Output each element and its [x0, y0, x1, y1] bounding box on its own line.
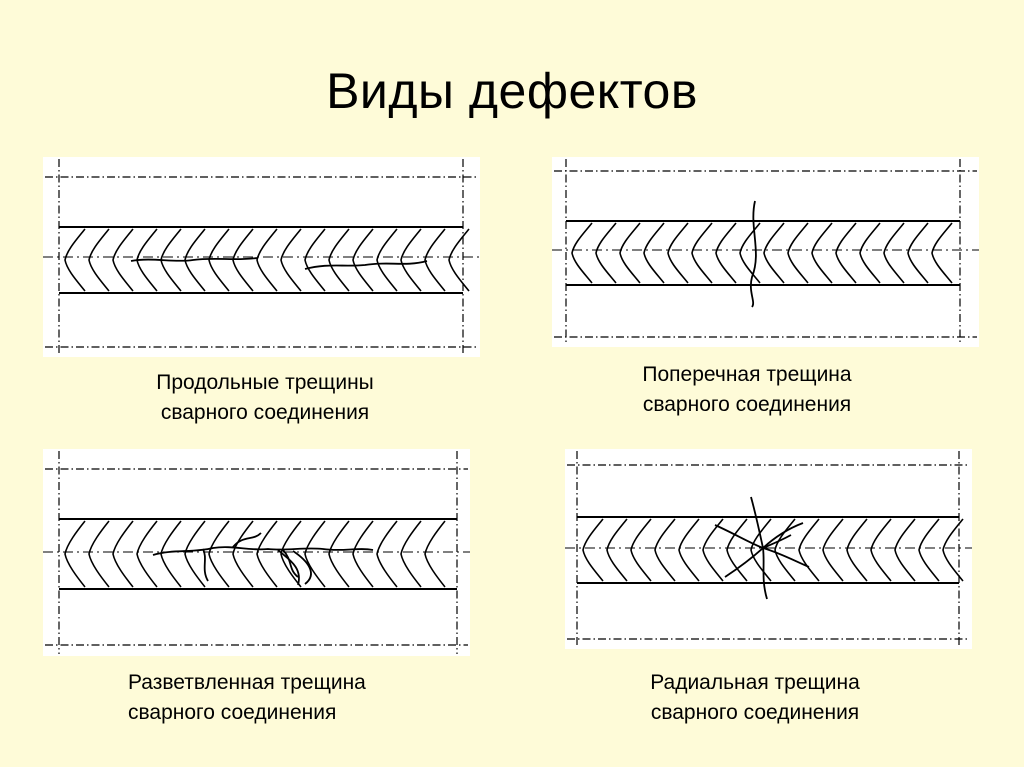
weld-branched-svg [43, 451, 470, 654]
weld-ripple [376, 228, 398, 292]
weld-ripple [846, 518, 868, 582]
weld-ripple [424, 520, 446, 588]
weld-ripple [280, 520, 302, 588]
weld-ripple [774, 518, 796, 582]
weld-frame [43, 159, 480, 355]
weld-ripple [88, 228, 110, 292]
weld-ripple [942, 518, 964, 582]
weld-ripple [619, 222, 641, 284]
caption-line-1: Продольные трещины [156, 371, 374, 394]
weld-ripple [400, 228, 422, 292]
weld-ripple [582, 518, 604, 582]
weld-ripple [352, 520, 374, 588]
weld-frame [43, 451, 470, 654]
weld-ripple [328, 228, 350, 292]
caption-line-2: сварного соединения [128, 701, 337, 724]
weld-ripples [571, 222, 953, 284]
weld-ripple [595, 222, 617, 284]
weld-frame [552, 159, 979, 345]
weld-ripple [256, 520, 278, 588]
caption-line-1: Поперечная трещина [642, 363, 852, 386]
weld-transverse-svg [552, 159, 979, 345]
weld-ripple [787, 222, 809, 284]
weld-diagram-longitudinal [43, 157, 480, 357]
weld-ripple [376, 520, 398, 588]
weld-ripple [304, 520, 326, 588]
weld-ripple [112, 228, 134, 292]
weld-ripple [702, 518, 724, 582]
weld-ripple [811, 222, 833, 284]
weld-ripple [715, 222, 737, 284]
weld-ripple [667, 222, 689, 284]
crack-lines [130, 257, 428, 270]
crack-lines [152, 532, 374, 586]
weld-ripple [208, 228, 230, 292]
weld-diagram-branched [43, 449, 470, 656]
weld-ripple [232, 520, 254, 588]
weld-ripple [798, 518, 820, 582]
weld-radial-svg [565, 451, 972, 647]
weld-ripple [835, 222, 857, 284]
caption-line-2: сварного соединения [650, 701, 860, 724]
weld-ripple [448, 228, 470, 292]
caption-branched: Разветвленная трещина сварного соединени… [128, 668, 458, 728]
weld-ripple [256, 228, 278, 292]
weld-longitudinal-svg [43, 159, 480, 355]
weld-ripple [859, 222, 881, 284]
caption-transverse: Поперечная трещина сварного соединения [562, 360, 932, 420]
weld-ripples [582, 518, 964, 582]
weld-diagram-transverse [552, 157, 979, 347]
weld-ripple [88, 520, 110, 588]
weld-ripple [64, 520, 86, 588]
weld-diagram-radial [565, 449, 972, 649]
weld-ripple [894, 518, 916, 582]
weld-ripple [352, 228, 374, 292]
weld-ripple [630, 518, 652, 582]
caption-line-1: Радиальная трещина [650, 671, 860, 694]
weld-ripple [654, 518, 676, 582]
weld-ripple [184, 520, 206, 588]
caption-line-2: сварного соединения [642, 393, 852, 416]
weld-ripple [606, 518, 628, 582]
weld-ripple [763, 222, 785, 284]
weld-ripple [136, 520, 158, 588]
weld-ripples [64, 228, 470, 292]
weld-ripple [328, 520, 350, 588]
weld-ripple [907, 222, 929, 284]
crack-lines [749, 200, 757, 308]
weld-ripple [726, 518, 748, 582]
weld-ripple [400, 520, 422, 588]
weld-ripple [643, 222, 665, 284]
weld-ripple [208, 520, 230, 588]
crack-lines [714, 496, 810, 600]
weld-ripple [918, 518, 940, 582]
weld-ripple [64, 228, 86, 292]
weld-ripple [678, 518, 700, 582]
weld-frame [565, 451, 972, 647]
weld-ripple [160, 520, 182, 588]
weld-ripple [304, 228, 326, 292]
weld-ripple [571, 222, 593, 284]
caption-longitudinal: Продольные трещины сварного соединения [80, 368, 450, 428]
slide-title: Виды дефектов [326, 63, 698, 119]
weld-ripple [691, 222, 713, 284]
weld-ripple [424, 228, 446, 292]
weld-ripple [739, 222, 761, 284]
weld-ripple [822, 518, 844, 582]
caption-radial: Радиальная трещина сварного соединения [570, 668, 940, 728]
weld-ripple [883, 222, 905, 284]
weld-ripple [112, 520, 134, 588]
weld-ripples [64, 520, 446, 588]
weld-ripple [870, 518, 892, 582]
caption-line-1: Разветвленная трещина [128, 671, 366, 694]
caption-line-2: сварного соединения [160, 401, 370, 424]
weld-ripple [931, 222, 953, 284]
weld-ripple [280, 228, 302, 292]
